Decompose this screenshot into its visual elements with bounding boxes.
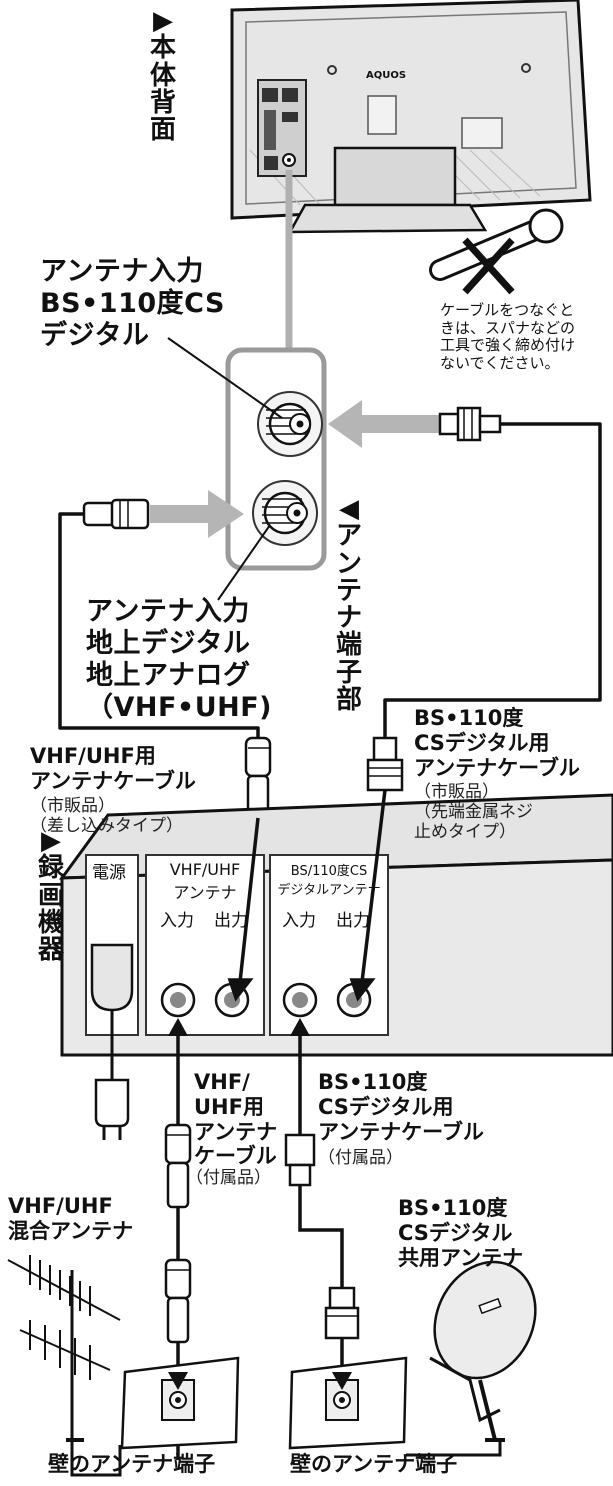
- gray-arrows: [150, 400, 440, 538]
- vhf-cable-bottom-note: （付属品）: [186, 1168, 271, 1188]
- bs-cable-top-label: BS•110度 CSデジタル用 アンテナケーブル: [414, 706, 580, 780]
- terrestrial-terminal: [252, 480, 318, 546]
- bs-plug-lower: [284, 1133, 360, 1340]
- bs-cable-bottom-note: （付属品）: [318, 1148, 403, 1168]
- vhf-cable-bottom-label: VHF/ UHF用 アンテナ ケーブル: [194, 1070, 278, 1169]
- terrestrial-input-label: アンテナ入力 地上デジタル 地上アナログ （VHF•UHF): [86, 596, 272, 723]
- bs-dish-antenna: [406, 1260, 537, 1457]
- bs-antenna-label: BS•110度 CSデジタル 共用アンテナ: [398, 1196, 524, 1270]
- antenna-terminal-heading: ◀アンテナ端子部: [335, 494, 362, 716]
- bs-out-label: 出力: [336, 911, 370, 931]
- tv-back-heading: ▶本体背面: [149, 6, 176, 146]
- bs-cable-top-notes: （市販品） （先端金属ネジ 止めタイプ）: [414, 782, 533, 843]
- recorder-heading: ▶録画機器: [37, 826, 64, 966]
- bs-group-label: BS/110度CS デジタルアンテナ: [277, 864, 381, 898]
- warning-text: ケーブルをつなぐと きは、スパナなどの 工具で強く締め付け ないでください。: [440, 301, 576, 373]
- vhf-plug-lower: [164, 1123, 192, 1344]
- bs-plug-recorder: [366, 736, 404, 792]
- power-label: 電源: [92, 863, 126, 883]
- vhf-cable-top-notes: （市販品） （差し込みタイプ）: [30, 796, 183, 837]
- bs-screw-connector-top: [438, 406, 502, 442]
- vhf-in-label: 入力: [160, 911, 194, 931]
- vhf-group-label: VHF/UHF アンテナ: [169, 860, 241, 902]
- antenna-terminal-panel: [225, 347, 327, 571]
- vhf-antenna-label: VHF/UHF 混合アンテナ: [8, 1194, 134, 1243]
- bs-in-label: 入力: [282, 911, 316, 931]
- tv-brand-logo: AQUOS: [366, 70, 407, 81]
- bs-terminal: [257, 391, 323, 457]
- vhf-cable-top-label: VHF/UHF用 アンテナケーブル: [30, 744, 196, 793]
- wall-terminal-right: [288, 1356, 408, 1450]
- wall-terminal-left: [120, 1356, 240, 1450]
- bs-cable-bottom-label: BS•110度 CSデジタル用 アンテナケーブル: [318, 1070, 484, 1144]
- wrench-prohibited-icon: [429, 208, 564, 295]
- vhf-uhf-antenna: [7, 1255, 122, 1477]
- power-plug: [94, 1078, 130, 1140]
- wall-terminal-left-label: 壁のアンテナ端子: [48, 1452, 216, 1476]
- vhf-push-connector-top: [82, 498, 150, 530]
- bs-input-label: アンテナ入力 BS•110度CS デジタル: [40, 256, 225, 351]
- wall-terminal-right-label: 壁のアンテナ端子: [290, 1452, 458, 1476]
- vhf-plug-recorder: [244, 736, 272, 820]
- vhf-out-label: 出力: [214, 911, 248, 931]
- tv-back-illustration: [230, 0, 592, 234]
